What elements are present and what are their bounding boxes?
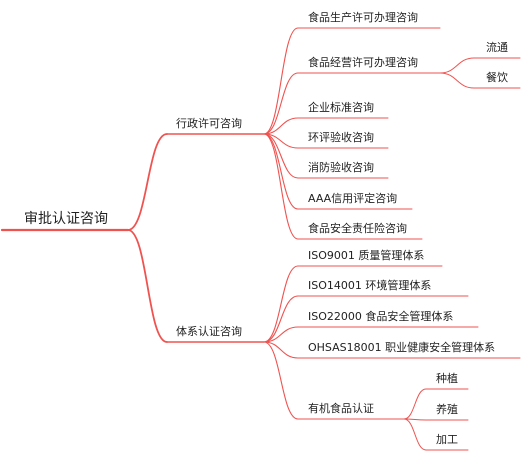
root-node[interactable]: 审批认证咨询 xyxy=(24,211,108,227)
edge-root-system xyxy=(127,229,168,343)
leaf-eia-acceptance[interactable]: 环评验收咨询 xyxy=(308,131,374,144)
leaf-food-production-permit[interactable]: 食品生产许可办理咨询 xyxy=(308,11,418,24)
edge-leaf-food-business-permit xyxy=(263,72,299,135)
leaf-food-business-permit[interactable]: 食品经营许可办理咨询 xyxy=(308,56,418,69)
leaf-catering[interactable]: 餐饮 xyxy=(486,71,508,84)
leaf-aaa-credit[interactable]: AAA信用评定咨询 xyxy=(308,192,398,205)
edge-leaf-organic-food xyxy=(263,341,299,420)
edge-leaf-aaa-credit xyxy=(263,133,299,210)
leaf-fire-acceptance[interactable]: 消防验收咨询 xyxy=(308,161,374,174)
edge-leaf-catering xyxy=(439,72,475,89)
edge-leaf-iso9001 xyxy=(263,265,299,343)
leaf-iso14001[interactable]: ISO14001 环境管理体系 xyxy=(308,279,432,292)
leaf-iso22000[interactable]: ISO22000 食品安全管理体系 xyxy=(308,310,454,323)
edge-leaf-processing xyxy=(403,418,427,451)
edge-leaf-food-production-permit xyxy=(263,27,299,135)
edge-leaf-iso22000 xyxy=(263,326,299,343)
leaf-ohsas18001[interactable]: OHSAS18001 职业健康安全管理体系 xyxy=(308,341,496,354)
leaf-food-safety-insurance[interactable]: 食品安全责任险咨询 xyxy=(308,222,407,235)
branch-node-admin-permit[interactable]: 行政许可咨询 xyxy=(176,117,242,130)
leaf-breeding[interactable]: 养殖 xyxy=(436,403,458,416)
leaf-organic-food[interactable]: 有机食品认证 xyxy=(308,402,374,415)
leaf-circulation[interactable]: 流通 xyxy=(486,41,508,54)
edge-leaf-food-safety-insurance xyxy=(263,133,299,240)
leaf-planting[interactable]: 种植 xyxy=(436,372,458,385)
edge-root-admin xyxy=(127,133,168,231)
edge-leaf-planting xyxy=(403,388,427,420)
leaf-enterprise-standard[interactable]: 企业标准咨询 xyxy=(308,101,374,114)
leaf-processing[interactable]: 加工 xyxy=(436,433,458,446)
branch-node-system-certification[interactable]: 体系认证咨询 xyxy=(176,325,242,338)
edge-leaf-enterprise-standard xyxy=(263,117,299,135)
edge-leaf-iso14001 xyxy=(263,295,299,343)
edge-leaf-circulation xyxy=(439,57,475,74)
edge-leaf-ohsas18001 xyxy=(263,341,299,359)
leaf-iso9001[interactable]: ISO9001 质量管理体系 xyxy=(308,249,425,262)
